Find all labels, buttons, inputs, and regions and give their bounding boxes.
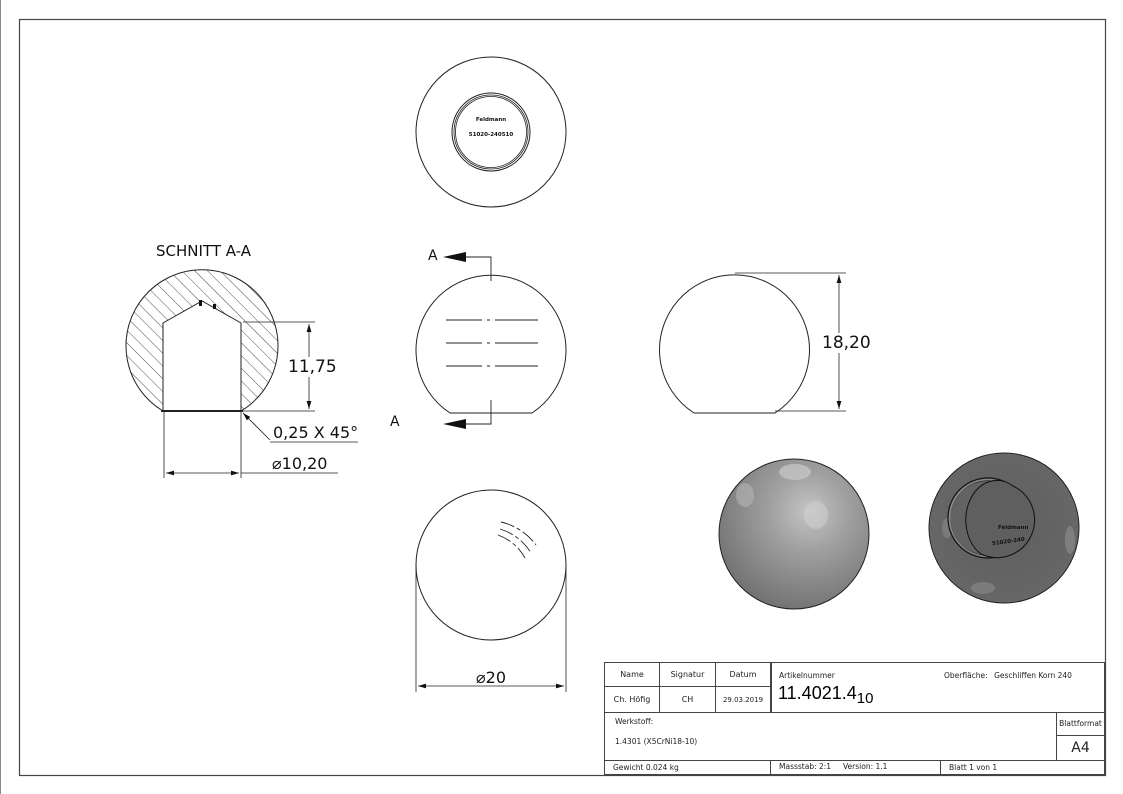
article-area: Artikelnummer 11.4021.410 Oberfläche: Ge… <box>771 663 1104 712</box>
section-label-bottom: A <box>390 414 400 430</box>
iso-view-sphere <box>718 458 870 610</box>
sheet-format-value: A4 <box>1056 736 1104 760</box>
material-label: Werkstoff: <box>615 717 654 726</box>
iso-engraving-1: Feldmann <box>998 525 1029 531</box>
section-title: SCHNITT A-A <box>156 242 252 260</box>
header-signature: Signatur <box>660 663 716 687</box>
sheet-number: Blatt 1 von 1 <box>949 762 998 772</box>
material-value: 1.4301 (X5CrNi18-10) <box>615 737 698 746</box>
article-label: Artikelnummer <box>779 671 835 680</box>
side-view <box>659 272 846 414</box>
drafter-signature: CH <box>660 687 716 712</box>
scale-version: Massstab: 2:1 Version: 1.1 <box>771 760 941 774</box>
title-block: Name Signatur Datum Ch. Höfig CH 29.03.2… <box>604 662 1105 775</box>
bottom-view <box>415 489 567 692</box>
surface-value: Geschliffen Korn 240 <box>994 671 1072 680</box>
version: Version: 1.1 <box>843 762 888 771</box>
sheet-format-label: Blattformat <box>1056 712 1104 736</box>
front-view <box>415 252 567 429</box>
weight: Gewicht 0.024 kg <box>605 760 771 774</box>
article-number: 11.4021.410 <box>778 683 874 707</box>
header-date: Datum <box>716 663 771 687</box>
dim-diameter: ⌀20 <box>476 668 506 687</box>
top-view <box>415 56 567 208</box>
iso-view-bore <box>928 452 1080 604</box>
scale: Massstab: 2:1 <box>779 762 832 771</box>
surface-info: Oberfläche: Geschliffen Korn 240 <box>944 671 1072 680</box>
section-label-top: A <box>428 248 438 264</box>
drawing-frame <box>18 18 1107 777</box>
article-number-suffix: 10 <box>856 690 874 707</box>
dim-chamfer: 0,25 X 45° <box>273 423 359 442</box>
page-edge <box>0 0 1 794</box>
section-view <box>125 269 358 478</box>
surface-label: Oberfläche: <box>944 671 988 680</box>
dim-depth: 11,75 <box>286 357 339 377</box>
top-view-engraving-2: 51020-240510 <box>468 132 514 138</box>
dim-height: 18,20 <box>820 333 873 353</box>
article-number-main: 11.4021.4 <box>778 683 857 703</box>
drawing-date: 29.03.2019 <box>716 687 771 712</box>
top-view-engraving-1: Feldmann <box>475 117 507 123</box>
header-name: Name <box>605 663 660 687</box>
dim-bore: ⌀10,20 <box>272 454 328 473</box>
drafter-name: Ch. Höfig <box>605 687 660 712</box>
